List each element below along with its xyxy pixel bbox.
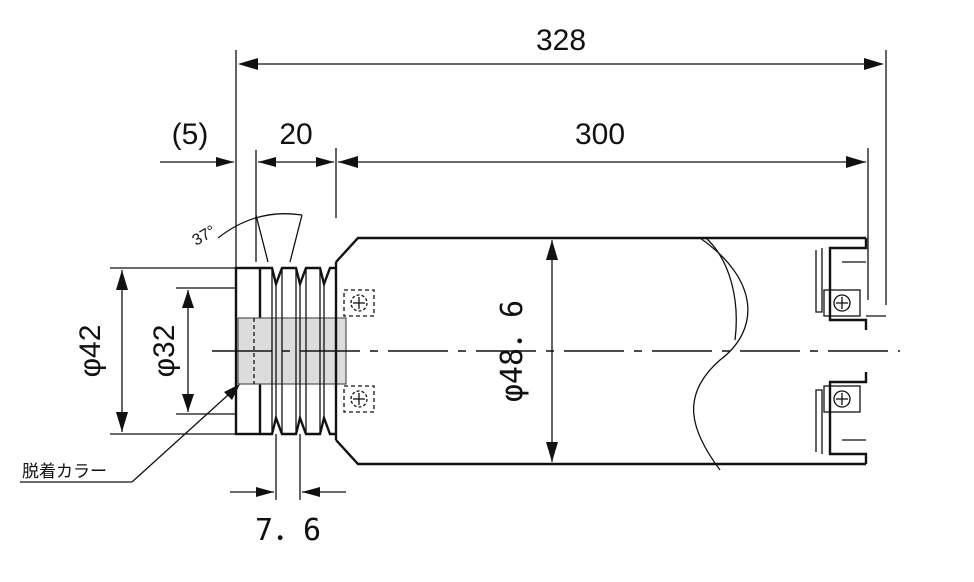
arrow-tube-right bbox=[846, 156, 866, 168]
label-groove-angle: 37° bbox=[190, 223, 219, 250]
arrow-collar-bottom bbox=[182, 394, 194, 412]
label-groove-pitch: 7．6 bbox=[255, 513, 321, 548]
arrow-groove-right bbox=[316, 157, 334, 167]
dimension-overall: 328 bbox=[235, 24, 887, 305]
arrow-tube-dia-top bbox=[546, 240, 558, 260]
label-flange-diameter: φ42 bbox=[74, 325, 107, 378]
dimension-groove-section: 20 (5) bbox=[160, 118, 334, 262]
arrow-left bbox=[238, 58, 258, 70]
label-tube-length: 300 bbox=[575, 118, 625, 151]
angle-arc bbox=[217, 213, 303, 239]
bearing-left-top bbox=[343, 289, 375, 317]
dimension-groove-pitch: 7．6 bbox=[230, 434, 346, 548]
arrow-flange-top bbox=[116, 270, 128, 290]
cap-bottom-outer bbox=[828, 372, 868, 464]
dimension-angle: 37° bbox=[190, 213, 303, 263]
callout-leader bbox=[131, 385, 239, 483]
dimension-flange-diameter: φ42 bbox=[74, 267, 236, 435]
label-tube-diameter: φ48．6 bbox=[495, 300, 530, 402]
bearing-box bbox=[343, 385, 375, 413]
callout-collar: 脱着カラー bbox=[20, 384, 240, 483]
label-collar-diameter: φ32 bbox=[148, 325, 181, 378]
label-removable-collar: 脱着カラー bbox=[22, 462, 107, 481]
tube-bottom-edge bbox=[335, 439, 720, 466]
arrow-groove-left bbox=[258, 157, 276, 167]
arrow-pitch-left bbox=[256, 487, 274, 497]
cap-bearing-box bbox=[823, 289, 861, 317]
arrow-offset bbox=[216, 157, 234, 167]
break-line-left bbox=[693, 237, 749, 471]
arrow-collar-top bbox=[182, 290, 194, 308]
label-overall-length: 328 bbox=[536, 24, 586, 57]
arrow-tube-dia-bottom bbox=[546, 442, 558, 462]
dimension-collar-diameter: φ32 bbox=[148, 287, 236, 415]
roller-tube bbox=[334, 236, 866, 471]
arrow-right bbox=[864, 58, 884, 70]
cap-top-outer bbox=[828, 238, 868, 330]
dimension-tube: 300 bbox=[335, 118, 869, 300]
bearing-ball bbox=[350, 390, 368, 408]
arrow-tube-left bbox=[338, 156, 358, 168]
bearing-box bbox=[343, 289, 375, 317]
arrow-pitch-right bbox=[302, 487, 320, 497]
cap-bearing-ball bbox=[833, 294, 851, 312]
bearing-ball bbox=[350, 294, 368, 312]
end-cap-right-top bbox=[815, 238, 886, 330]
dimension-tube-diameter: φ48．6 bbox=[495, 240, 558, 462]
arrow-flange-bottom bbox=[116, 412, 128, 432]
break-line-inner bbox=[705, 237, 737, 341]
angle-leg-right bbox=[289, 214, 303, 263]
cap-bottom-inner bbox=[815, 389, 823, 454]
cap-top-inner bbox=[815, 248, 823, 313]
angle-leg-left bbox=[255, 214, 269, 263]
tube-top-edge bbox=[335, 236, 720, 263]
callout-arrow bbox=[224, 384, 240, 400]
label-groove-section: 20 bbox=[279, 118, 312, 151]
bearing-left-bottom bbox=[343, 385, 375, 413]
cap-bearing-ball bbox=[833, 390, 851, 408]
label-offset: (5) bbox=[172, 118, 209, 151]
cap-bearing-box bbox=[823, 385, 861, 413]
end-cap-right-bottom bbox=[815, 372, 868, 464]
